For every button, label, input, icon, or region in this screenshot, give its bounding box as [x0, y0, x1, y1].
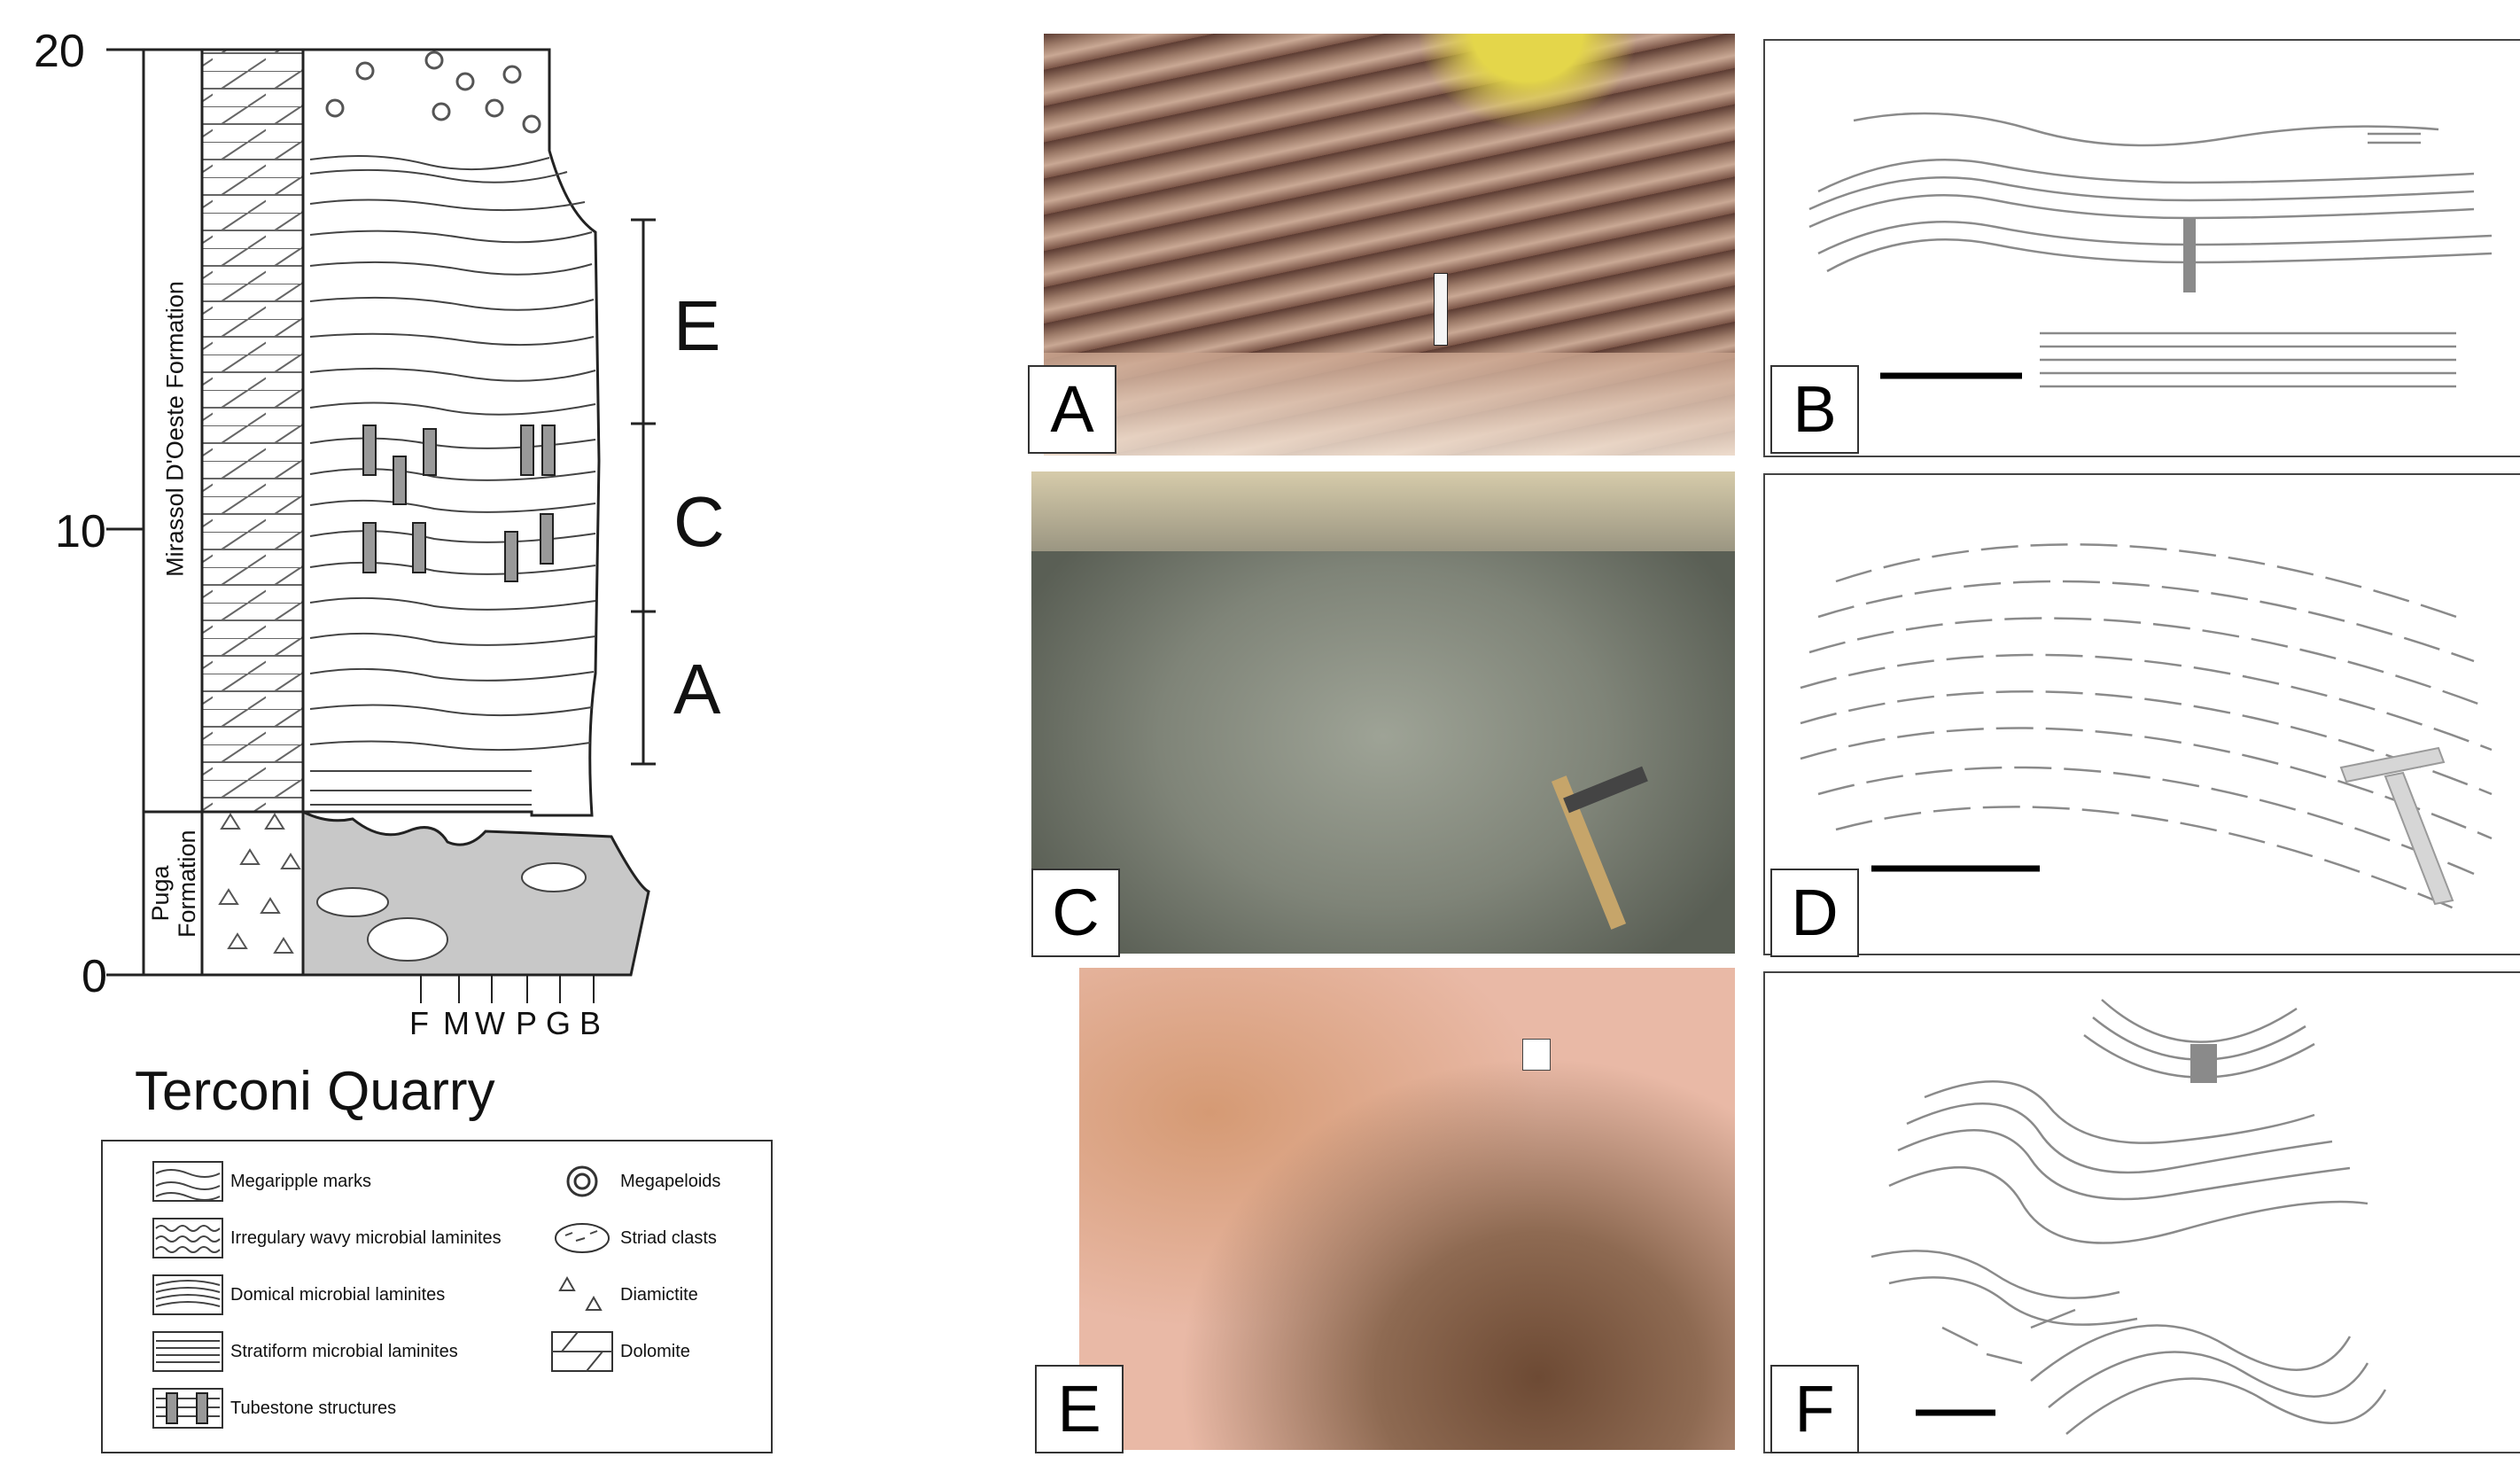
photo-panel-c	[1031, 471, 1735, 954]
grain-size-f: F	[409, 1005, 429, 1042]
domical-laminite-icon	[152, 1274, 223, 1315]
legend-label-wavy: Irregulary wavy microbial laminites	[230, 1228, 502, 1249]
legend-box: Megaripple marks Irregulary wavy microbi…	[101, 1140, 773, 1453]
tubestone-icon	[152, 1388, 223, 1429]
panel-label-c: C	[1031, 869, 1120, 957]
legend-label-megapeloid: Megapeloids	[620, 1172, 720, 1192]
photo-panel-a	[1044, 34, 1735, 456]
grain-size-b: B	[579, 1005, 601, 1042]
legend-label-diamictite: Diamictite	[620, 1285, 698, 1305]
site-title: Terconi Quarry	[135, 1060, 495, 1123]
stratiform-laminite-icon	[152, 1331, 223, 1372]
legend-item-wavy	[152, 1218, 223, 1258]
striated-clast-icon	[551, 1218, 613, 1258]
sketch-d-drawing	[1765, 475, 2520, 954]
wavy-laminite-icon	[152, 1218, 223, 1258]
grain-size-w: W	[475, 1005, 505, 1042]
grain-size-g: G	[546, 1005, 571, 1042]
dolomite-icon	[551, 1331, 613, 1372]
sketch-panel-b	[1763, 39, 2520, 457]
facies-label-c: C	[673, 481, 725, 563]
sketch-panel-d	[1763, 473, 2520, 955]
photo-panel-e	[1079, 968, 1735, 1450]
sketch-b-drawing	[1765, 41, 2520, 456]
megaripple-icon	[152, 1161, 223, 1202]
legend-label-tubestone: Tubestone structures	[230, 1399, 396, 1419]
legend-item-clast	[551, 1218, 613, 1258]
formation-upper-label: Mirassol D'Oeste Formation	[162, 281, 190, 577]
grain-size-m: M	[443, 1005, 470, 1042]
legend-item-diamictite	[551, 1274, 613, 1315]
legend-item-megaripple	[152, 1161, 223, 1202]
sketch-f-drawing	[1765, 973, 2520, 1452]
y-tick-20: 20	[34, 25, 85, 78]
legend-label-stratiform: Stratiform microbial laminites	[230, 1342, 458, 1362]
panel-label-e: E	[1035, 1365, 1124, 1453]
grain-size-p: P	[516, 1005, 537, 1042]
legend-item-tubestone	[152, 1388, 223, 1429]
formation-lower-label: Puga Formation	[147, 849, 200, 938]
facies-label-a: A	[673, 649, 720, 730]
legend-label-clast: Striad clasts	[620, 1228, 717, 1249]
y-tick-10: 10	[55, 505, 106, 558]
megapeloid-icon	[551, 1161, 613, 1202]
panel-label-a: A	[1028, 365, 1116, 454]
facies-label-e: E	[673, 285, 720, 367]
panel-label-d: D	[1770, 869, 1859, 957]
legend-label-dolomite: Dolomite	[620, 1342, 690, 1362]
legend-item-domical	[152, 1274, 223, 1315]
panel-label-b: B	[1770, 365, 1859, 454]
legend-item-dolomite	[551, 1331, 613, 1372]
legend-item-stratiform	[152, 1331, 223, 1372]
legend-label-megaripple: Megaripple marks	[230, 1172, 371, 1192]
sketch-panel-f	[1763, 971, 2520, 1453]
panel-label-f: F	[1770, 1365, 1859, 1453]
y-tick-0: 0	[82, 950, 107, 1003]
legend-item-megapeloid	[551, 1161, 613, 1202]
legend-label-domical: Domical microbial laminites	[230, 1285, 445, 1305]
diamictite-icon	[551, 1274, 613, 1315]
